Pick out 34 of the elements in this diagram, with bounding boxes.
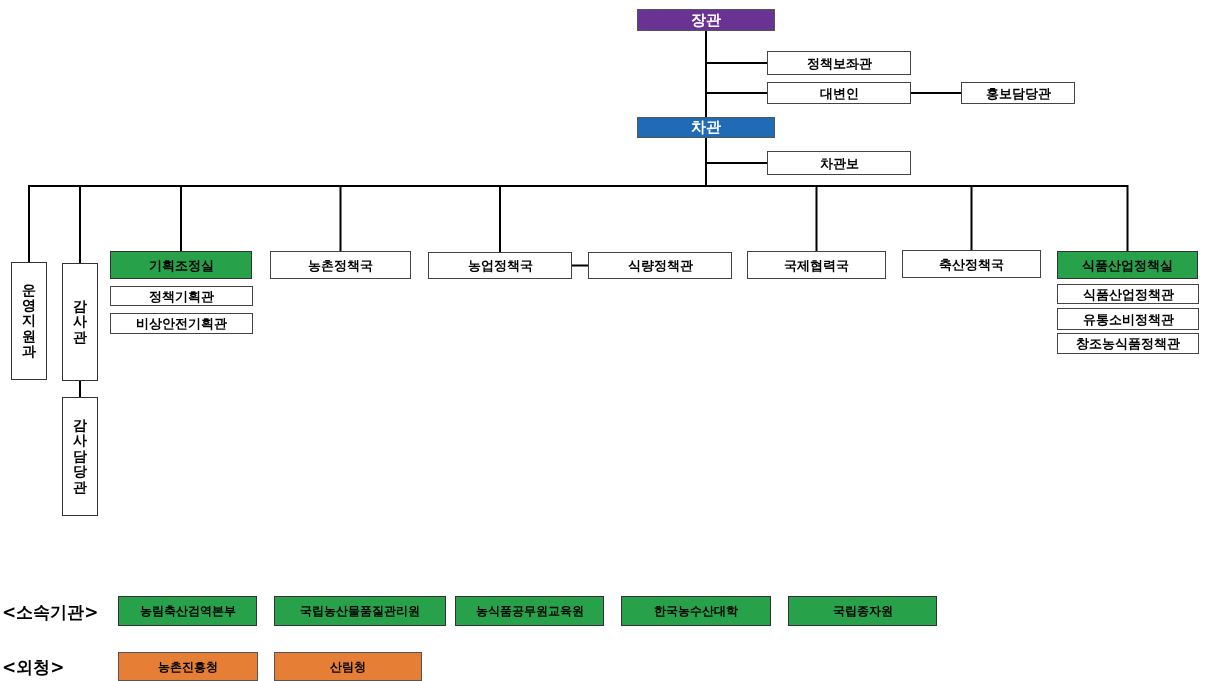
affiliated-agency-box: 국립종자원 [788,596,937,626]
vice-minister-box: 차관 [637,117,775,138]
department-box: 감사담당관 [62,397,98,516]
connector-line [571,264,589,267]
department-box: 대변인 [767,82,911,104]
connector-line [910,92,962,94]
department-box: 농업정책국 [428,252,572,279]
connector-line [705,30,707,118]
affiliated-agency-box: 한국농수산대학 [621,596,771,626]
affiliated-agency-box: 국립농산물품질관리원 [274,596,446,626]
external-agency-box: 농촌진흥청 [118,652,258,681]
department-box: 홍보담당관 [961,82,1075,104]
department-box: 창조농식품정책관 [1057,333,1199,354]
office-box: 식품산업정책실 [1057,251,1198,279]
department-box: 정책보좌관 [767,51,911,75]
group-heading: <소속기관> [2,601,99,624]
external-agency-box: 산림청 [274,652,422,681]
department-box: 유통소비정책관 [1057,308,1199,330]
department-box: 식품산업정책관 [1057,284,1199,304]
department-box: 정책기획관 [110,286,253,306]
affiliated-agency-box: 농식품공무원교육원 [455,596,604,626]
department-box: 국제협력국 [747,251,886,279]
affiliated-agency-box: 농림축산검역본부 [118,596,257,626]
department-box: 식량정책관 [588,252,732,279]
department-box: 감사관 [62,263,98,381]
connector-line [79,380,81,398]
group-heading: <외청> [2,656,65,679]
department-box: 차관보 [767,151,911,175]
department-box: 운영지원과 [11,262,47,380]
department-box: 농촌정책국 [270,251,411,279]
office-box: 기획조정실 [110,251,252,279]
minister-box: 장관 [637,9,775,31]
department-box: 비상안전기획관 [110,313,253,334]
department-box: 축산정책국 [902,250,1041,278]
